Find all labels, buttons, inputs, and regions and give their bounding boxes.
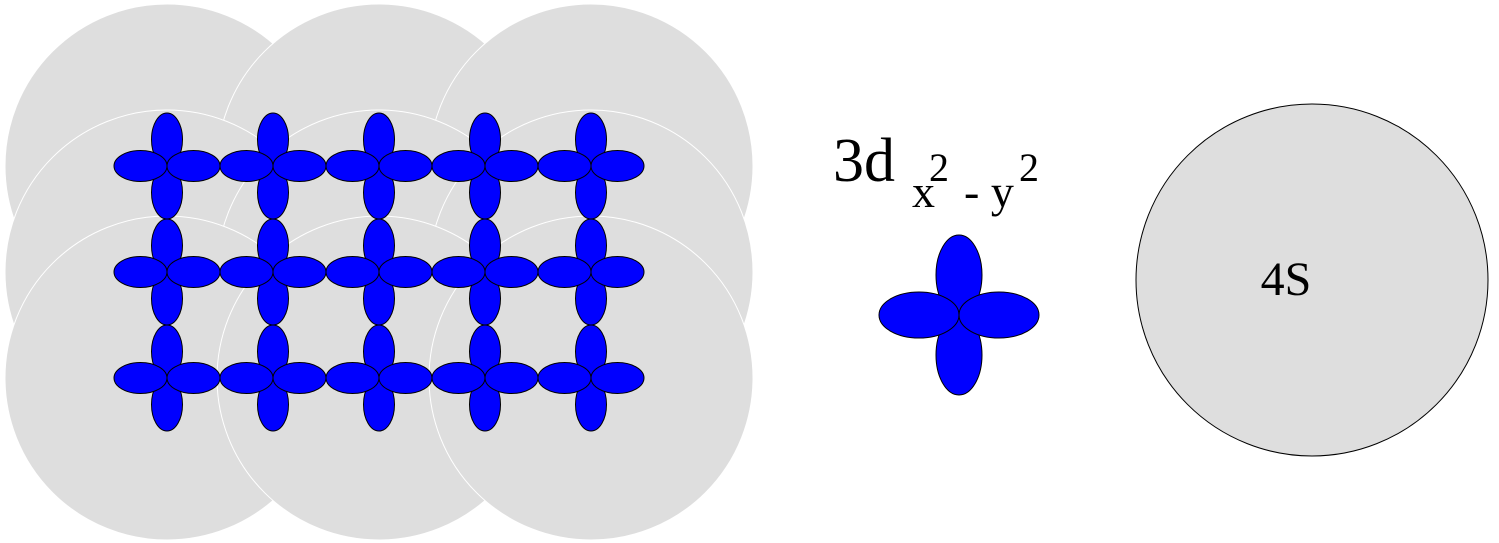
d-orbital-label-sub-x: x xyxy=(912,166,935,217)
d-orbital-lobe xyxy=(431,362,486,394)
d-orbital-lattice xyxy=(113,112,645,432)
d-orbital-lobe xyxy=(537,150,592,182)
d-orbital-lobe xyxy=(590,362,645,394)
d-orbital xyxy=(537,112,645,220)
d-orbital xyxy=(431,324,539,432)
d-orbital xyxy=(537,324,645,432)
d-orbital-lobe xyxy=(166,150,221,182)
d-orbital xyxy=(325,112,433,220)
d-orbital-lobe xyxy=(590,256,645,288)
d-orbital-lobe xyxy=(219,150,274,182)
d-orbital-lobe xyxy=(166,362,221,394)
d-orbital-lobe xyxy=(878,291,960,339)
d-orbital-lobe xyxy=(113,362,168,394)
s-orbital-legend: 4S xyxy=(1135,103,1489,457)
d-orbital-lobe xyxy=(378,150,433,182)
d-orbital-lobe xyxy=(431,256,486,288)
d-orbital-lobe xyxy=(484,150,539,182)
d-orbital-label-sup-1: 2 xyxy=(929,145,949,190)
d-orbital xyxy=(431,218,539,326)
d-orbital-lobe xyxy=(431,150,486,182)
s-orbital-label: 4S xyxy=(1261,253,1312,306)
d-orbital-label-sup-2: 2 xyxy=(1019,145,1039,190)
d-orbital-lobe xyxy=(484,256,539,288)
d-orbital xyxy=(219,324,327,432)
d-orbital-lobe xyxy=(325,150,380,182)
d-orbital-lobe xyxy=(537,256,592,288)
d-orbital-shape xyxy=(878,234,1040,396)
d-orbital-lobe xyxy=(272,362,327,394)
d-orbital xyxy=(113,218,221,326)
d-orbital xyxy=(113,324,221,432)
s-orbital-circle xyxy=(1135,103,1489,457)
d-orbital-lobe xyxy=(590,150,645,182)
d-orbital xyxy=(113,112,221,220)
d-orbital-lobe xyxy=(219,362,274,394)
d-orbital-lobe xyxy=(166,256,221,288)
d-orbital-lobe xyxy=(378,256,433,288)
d-orbital-lobe xyxy=(272,150,327,182)
d-orbital-label-prefix: 3d xyxy=(833,127,895,195)
d-orbital-legend: 3d x 2 - y 2 xyxy=(833,127,1040,396)
d-orbital-lobe xyxy=(537,362,592,394)
d-orbital xyxy=(219,218,327,326)
d-orbital-lobe xyxy=(325,362,380,394)
d-orbital xyxy=(219,112,327,220)
d-orbital-lobe xyxy=(325,256,380,288)
d-orbital-lobe xyxy=(958,291,1040,339)
d-orbital xyxy=(878,234,1040,396)
d-orbital-label-sub-y: - y xyxy=(964,166,1014,217)
d-orbital xyxy=(325,218,433,326)
d-orbital xyxy=(431,112,539,220)
d-orbital-lobe xyxy=(113,256,168,288)
d-orbital-lobe xyxy=(272,256,327,288)
d-orbital-lobe xyxy=(113,150,168,182)
d-orbital xyxy=(325,324,433,432)
d-orbital-lobe xyxy=(484,362,539,394)
d-orbital-lobe xyxy=(219,256,274,288)
d-orbital-lobe xyxy=(378,362,433,394)
